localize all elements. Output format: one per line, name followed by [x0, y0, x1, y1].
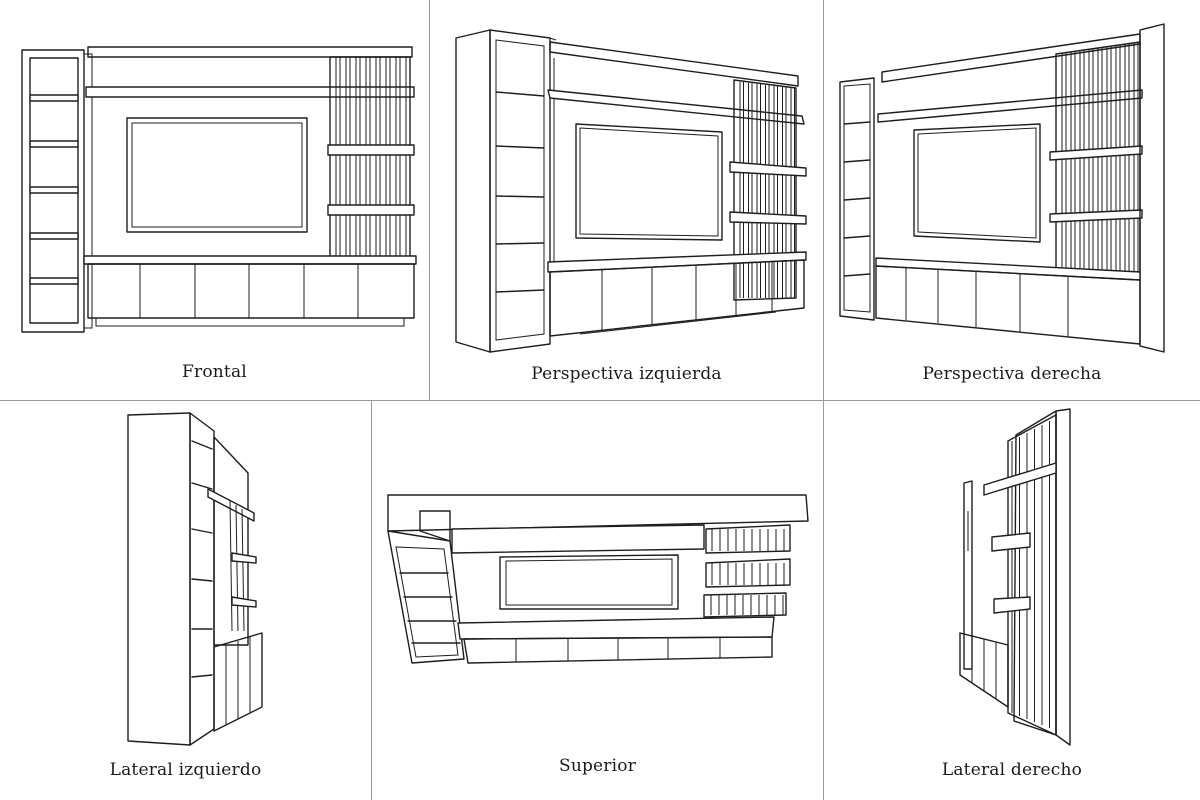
- caption-frontal: Frontal: [182, 362, 247, 382]
- lateral-derecho-drawing: [959, 408, 1071, 746]
- divider-top-1: [429, 0, 430, 400]
- caption-lateral-derecho: Lateral derecho: [941, 760, 1083, 780]
- perspectiva-derecha-drawing: [839, 23, 1165, 353]
- caption-lateral-izquierdo: Lateral izquierdo: [109, 760, 262, 780]
- divider-bottom-2: [823, 401, 824, 800]
- view-lateral-derecho: Lateral derecho: [824, 401, 1200, 800]
- caption-perspectiva-derecha: Perspectiva derecha: [922, 364, 1102, 384]
- lateral-izquierdo-drawing: [127, 412, 263, 746]
- caption-perspectiva-izquierda: Perspectiva izquierda: [531, 364, 722, 384]
- caption-superior: Superior: [558, 756, 637, 776]
- view-perspectiva-derecha: Perspectiva derecha: [824, 0, 1200, 400]
- superior-drawing: [387, 494, 809, 664]
- divider-bottom-1: [371, 401, 372, 800]
- divider-horizontal: [0, 400, 1200, 401]
- frontal-drawing: [21, 46, 417, 333]
- divider-top-2: [823, 0, 824, 400]
- view-superior: Superior: [372, 401, 823, 800]
- perspectiva-izquierda-drawing: [455, 29, 807, 353]
- view-perspectiva-izquierda: Perspectiva izquierda: [430, 0, 823, 400]
- view-frontal: Frontal: [0, 0, 429, 400]
- view-lateral-izquierdo: Lateral izquierdo: [0, 401, 371, 800]
